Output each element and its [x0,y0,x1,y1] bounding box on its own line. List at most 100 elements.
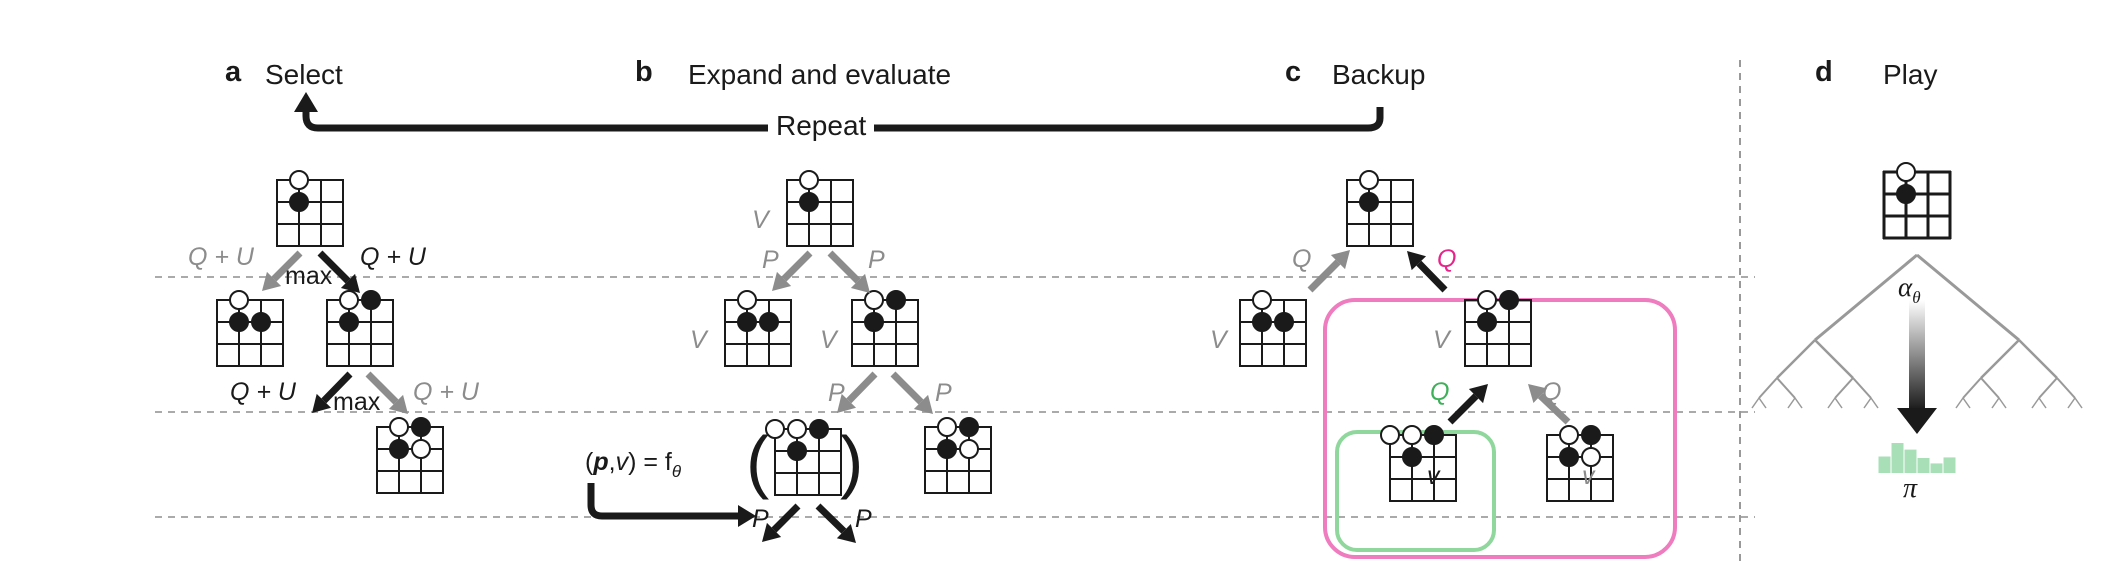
arrow-c-backup-gray [1528,384,1571,425]
q-left-c: Q [1292,245,1311,273]
qu-left-1: Q + U [188,243,255,271]
black-stone [959,417,979,437]
svg-text:(p,v) = fθ: (p,v) = fθ [585,448,682,481]
eval-brackets: ( ) [746,422,863,500]
repeat-arrow-head [294,92,318,112]
white-stone [1559,425,1579,445]
v-root-b: V [752,206,771,234]
board-c-leaf-2 [1546,425,1614,502]
pi-label: π [1903,473,1918,504]
black-stone [759,312,779,332]
white-stone [937,417,957,437]
board-c-left [1239,290,1307,367]
qu-right-2: Q + U [413,378,480,406]
repeat-label: Repeat [768,110,875,142]
p-right-b2: P [935,379,952,407]
black-stone [1499,290,1519,310]
arrow-a-select-right [317,250,360,293]
board-b-right [851,290,919,367]
depth-dashed-lines [155,276,1755,518]
board-c-leaf [1380,425,1457,502]
arrow-b-left-2 [837,371,878,413]
max-1: max [285,262,333,290]
black-stone [809,419,829,439]
arrow-c-backup-green [1447,384,1488,425]
white-stone [1477,290,1497,310]
white-stone [1252,290,1272,310]
black-stone [389,439,409,459]
panel-letter-b: b [635,56,653,88]
white-stone [1359,170,1379,190]
v-mid-b: V [820,326,839,354]
black-stone [289,192,309,212]
go-boards [216,162,1952,502]
black-stone [799,192,819,212]
white-stone [389,417,409,437]
black-stone [1402,447,1422,467]
p-left-b: P [762,246,779,274]
alpha-arrow-head [1897,408,1937,434]
v-left-c: V [1210,326,1229,354]
arrow-a-select-right-2 [365,371,408,414]
board-b-new-leaf [765,419,842,496]
expand-labels: V P P V V P P P P [690,206,952,533]
p-leaf-right: P [855,505,872,533]
board-a-left [216,290,284,367]
policy-bar [1904,449,1917,473]
q-right-c: Q [1437,245,1456,273]
network-output-arrow [587,483,740,520]
arrow-b-left [772,250,813,291]
white-stone [864,290,884,310]
board-a-leaf [376,417,444,494]
black-stone [1477,312,1497,332]
black-stone [1252,312,1272,332]
black-stone [1896,184,1916,204]
black-stone [251,312,271,332]
arrow-a-select-left [262,250,303,291]
black-stone [1581,425,1601,445]
board-b-root [786,170,854,247]
p-vector: p [592,448,608,476]
q-gray-c: Q [1542,378,1561,406]
alpha-gradient-arrow-shaft [1909,300,1925,410]
board-b-leaf [924,417,992,494]
q-green: Q [1430,378,1449,406]
black-stone [937,439,957,459]
v-mid-c: V [1433,326,1452,354]
p-left-b2: P [828,379,845,407]
white-stone [1402,425,1422,445]
panel-title-play: Play [1883,59,1938,90]
edge-arrows [262,250,1571,543]
network-output-arrow-head [738,505,756,527]
white-stone [229,290,249,310]
v-leaf-2: v [1582,462,1596,490]
backup-subtree-box [1323,298,1677,559]
white-stone [289,170,309,190]
p-leaf-left: P [752,505,769,533]
arrow-b-right-2 [890,371,933,414]
white-stone [959,439,979,459]
policy-bar [1930,463,1943,473]
white-stone [737,290,757,310]
white-stone [1380,425,1400,445]
network-equation: (p,v) = fθ [585,448,682,481]
arrow-a-select-left-2 [312,371,353,413]
policy-bars [1878,443,1956,473]
arrow-b-leaf-right [815,503,856,543]
board-b-left [724,290,792,367]
white-stone [411,439,431,459]
panel-letter-a: a [225,56,242,88]
panel-title-backup: Backup [1332,59,1426,90]
v-leaf-1: v [1427,462,1441,490]
arrow-b-leaf-left [762,503,801,542]
play-search-tree [1751,253,2083,409]
svg-text:): ) [840,422,863,500]
white-stone [339,290,359,310]
alpha-theta: θ [1912,288,1920,307]
black-stone [229,312,249,332]
arrow-c-backup-left [1307,250,1350,293]
black-stone [737,312,757,332]
policy-bar [1943,457,1956,473]
